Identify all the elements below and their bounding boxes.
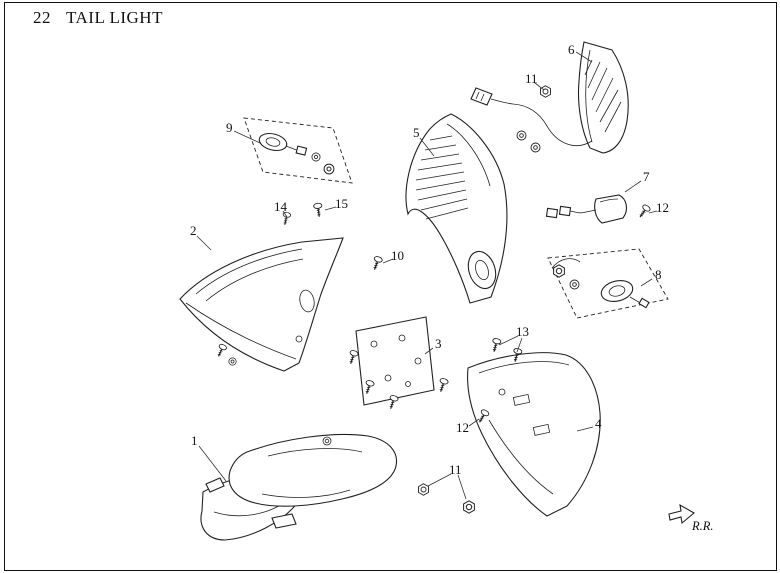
washer-icon: [569, 279, 580, 290]
callout-6: 6: [568, 42, 575, 57]
callout-14: 14: [274, 199, 288, 214]
part-illustration-8: [547, 248, 669, 319]
part-illustration-2: [179, 237, 344, 372]
washer-icon: [516, 130, 527, 141]
part-illustration-3: [346, 316, 450, 411]
rr-direction-arrow-icon: [668, 503, 695, 525]
nut-icon-11b: [463, 500, 475, 514]
callout-10: 10: [391, 248, 404, 263]
callout-2: 2: [190, 223, 197, 238]
callout-12-top: 12: [656, 200, 669, 215]
screw-icon: [436, 376, 450, 394]
callout-3: 3: [435, 336, 442, 351]
rr-direction-marker: R.R.: [668, 503, 714, 533]
callout-8: 8: [655, 267, 662, 282]
nut-icon-11a: [418, 483, 429, 496]
screw-icon-10: [370, 254, 384, 272]
section-number: 22: [33, 8, 51, 27]
callout-11-bottom: 11: [449, 462, 462, 477]
rr-label: R.R.: [691, 519, 714, 533]
washer-icon: [228, 357, 237, 366]
part-illustration-1: [200, 433, 398, 541]
screw-icon-13a: [489, 336, 503, 354]
callout-12-bottom: 12: [456, 420, 469, 435]
callout-11-top: 11: [525, 71, 538, 86]
part-illustration-9: [243, 117, 353, 184]
callout-13: 13: [516, 324, 529, 339]
screw-icon-15: [312, 202, 324, 218]
part-illustration-7: [545, 194, 652, 224]
nut-icon: [540, 85, 551, 98]
leader-lines: [196, 51, 658, 500]
washer-icon: [311, 152, 321, 162]
wire-connector: [470, 87, 493, 106]
page-title: 22 TAIL LIGHT: [33, 8, 163, 28]
callout-9: 9: [226, 120, 233, 135]
lens-hatch-lines: [584, 59, 622, 133]
callout-4: 4: [595, 416, 602, 431]
nut-icon: [553, 264, 565, 278]
grille-hatch-lines: [415, 135, 469, 220]
callout-5: 5: [413, 125, 420, 140]
callout-15: 15: [335, 196, 348, 211]
callout-7: 7: [643, 169, 650, 184]
screw-icon: [346, 348, 360, 366]
part-illustration-5: [405, 113, 508, 304]
part-illustration-4: [467, 352, 601, 517]
section-title: TAIL LIGHT: [66, 8, 163, 27]
callout-numbers: 9 6 11 5 7 12 8 14 15 2 10 3 13 12 4 1 1…: [190, 42, 669, 477]
washer-icon: [323, 163, 335, 175]
callout-1: 1: [191, 433, 198, 448]
washer-icon: [530, 142, 541, 153]
screw-icon: [214, 342, 228, 359]
part-illustration-6: [470, 41, 629, 154]
screw-icon: [636, 202, 652, 221]
